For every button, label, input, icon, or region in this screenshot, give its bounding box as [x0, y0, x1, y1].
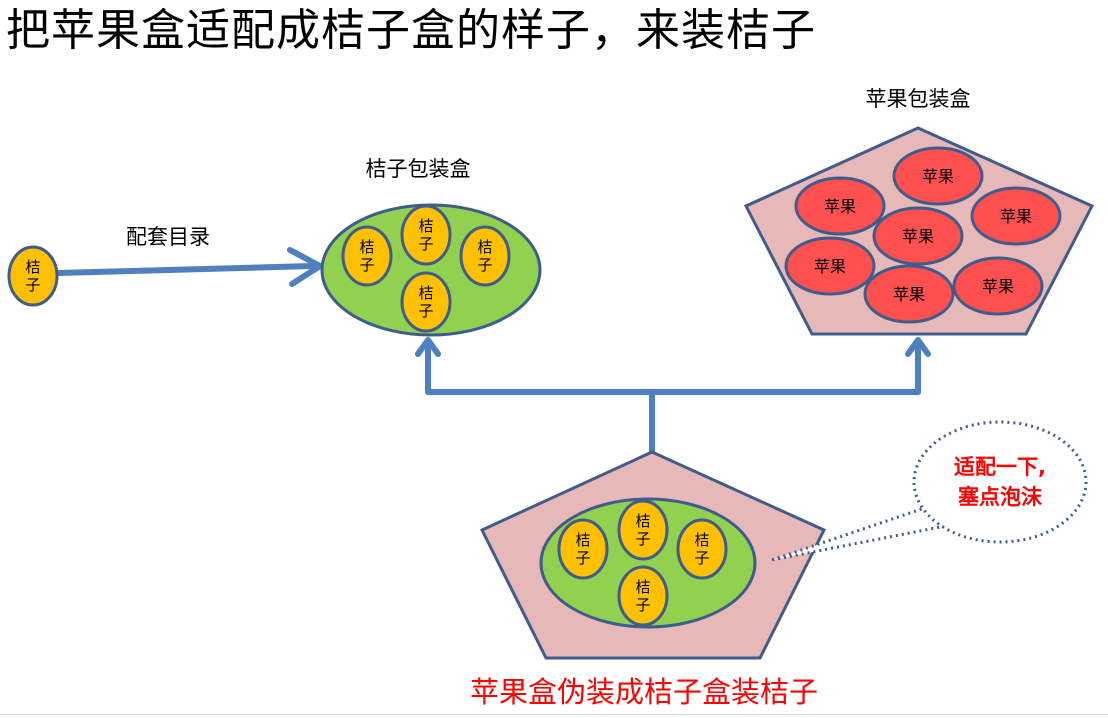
svg-text:子: 子 [575, 549, 590, 567]
single-orange: 桔 子 [7, 245, 59, 307]
catalog-label: 配套目录 [126, 225, 210, 249]
svg-text:子: 子 [635, 530, 650, 548]
svg-text:苹果: 苹果 [1000, 207, 1032, 226]
adapter-box-item: 桔 子 [557, 518, 609, 580]
apple-box-item: 苹果 [970, 186, 1062, 246]
svg-text:苹果: 苹果 [922, 167, 954, 186]
svg-text:子: 子 [635, 596, 650, 614]
apple-box-label: 苹果包装盒 [866, 87, 971, 111]
apple-box-item: 苹果 [794, 176, 886, 236]
apple-box-item: 苹果 [872, 206, 964, 266]
svg-text:桔: 桔 [418, 217, 433, 235]
catalog-arrow [55, 247, 323, 287]
orange-box-item: 桔 子 [400, 271, 452, 333]
svg-text:苹果: 苹果 [814, 257, 846, 276]
bottom-divider [0, 714, 1108, 715]
svg-text:桔: 桔 [635, 578, 650, 596]
svg-text:桔: 桔 [477, 238, 492, 256]
apple-box-item: 苹果 [784, 236, 876, 296]
callout-text-line2: 塞点泡沫 [958, 485, 1043, 509]
callout-text-line1: 适配一下, [954, 455, 1046, 479]
adapter-box: 桔 子 桔 子 桔 子 桔 子 [479, 450, 827, 660]
svg-text:子: 子 [359, 256, 374, 274]
orange-box-item: 桔 子 [341, 225, 393, 287]
apple-box-item: 苹果 [863, 264, 955, 324]
orange-box-item: 桔 子 [400, 204, 452, 266]
page-title: 把苹果盒适配成桔子盒的样子，来装桔子 [6, 5, 816, 56]
orange-box-item: 桔 子 [459, 225, 511, 287]
apple-box-item: 苹果 [952, 256, 1044, 316]
connector-arrows [415, 337, 931, 455]
adapter-box-item: 桔 子 [676, 518, 728, 580]
svg-text:子: 子 [477, 256, 492, 274]
svg-text:桔: 桔 [575, 531, 590, 549]
svg-text:桔: 桔 [635, 512, 650, 530]
svg-text:子: 子 [694, 549, 709, 567]
orange-box: 桔 子 桔 子 桔 子 桔 子 [320, 203, 542, 337]
svg-text:桔: 桔 [359, 238, 374, 256]
svg-text:子: 子 [418, 302, 433, 320]
adapter-box-item: 桔 子 [617, 499, 669, 561]
apple-box-item: 苹果 [892, 146, 984, 206]
apple-box: 苹果 苹果 苹果 苹果 苹果 苹果 苹果 [743, 126, 1095, 336]
svg-text:子: 子 [418, 235, 433, 253]
orange-box-label: 桔子包装盒 [366, 157, 471, 181]
svg-text:桔: 桔 [694, 531, 709, 549]
svg-text:苹果: 苹果 [824, 197, 856, 216]
svg-text:桔: 桔 [25, 258, 40, 276]
svg-text:苹果: 苹果 [902, 227, 934, 246]
callout-bubble: 适配一下, 塞点泡沫 [771, 420, 1088, 562]
svg-text:苹果: 苹果 [893, 285, 925, 304]
adapter-caption: 苹果盒伪装成桔子盒装桔子 [470, 675, 818, 709]
adapter-box-item: 桔 子 [617, 565, 669, 627]
svg-text:桔: 桔 [418, 284, 433, 302]
svg-text:苹果: 苹果 [982, 277, 1014, 296]
svg-text:子: 子 [25, 276, 40, 294]
